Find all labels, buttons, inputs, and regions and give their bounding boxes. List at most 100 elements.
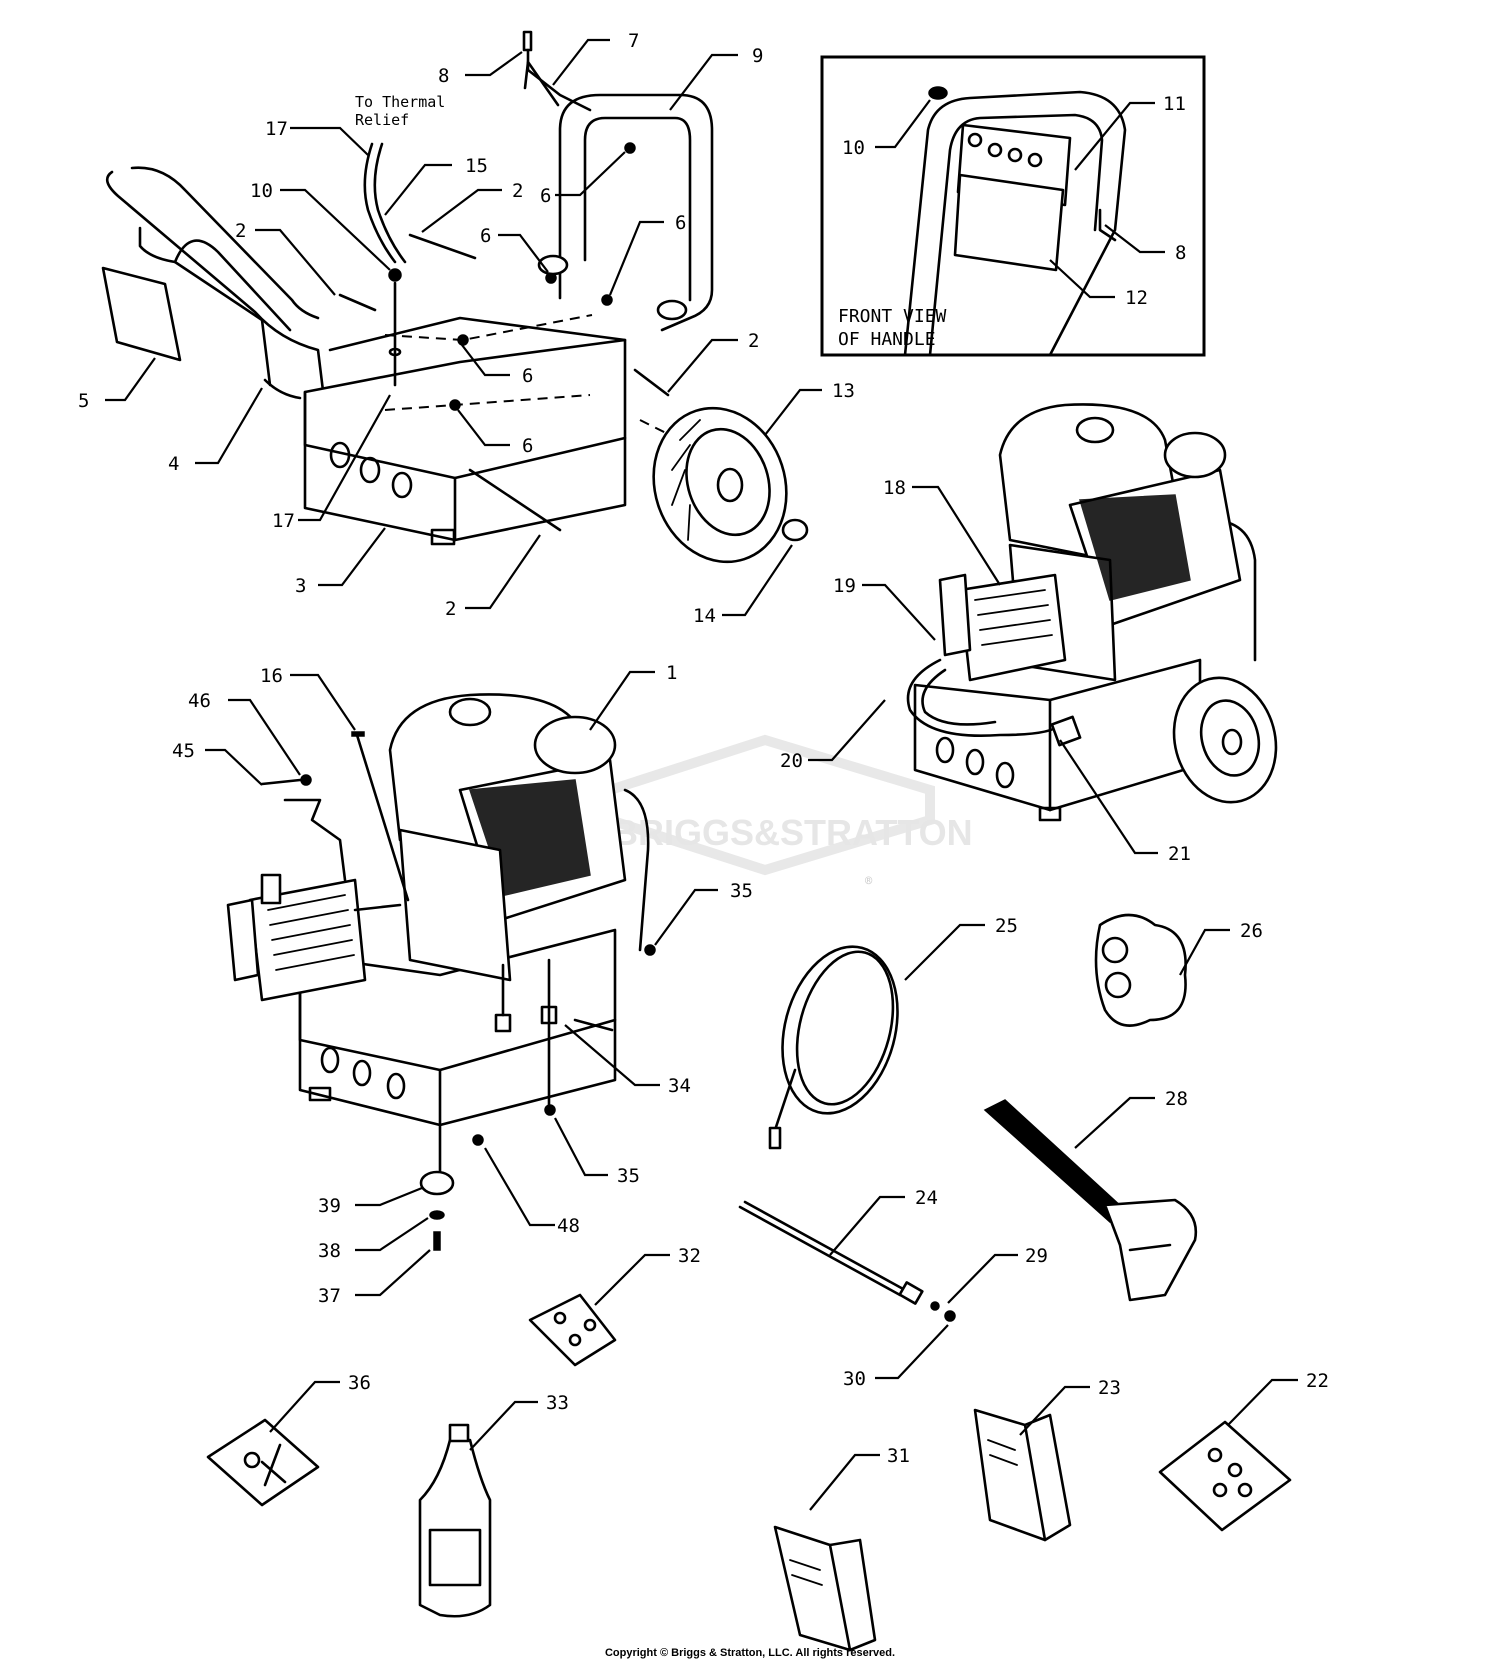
callout-28: 28	[1165, 1088, 1188, 1110]
pump-unloader	[260, 873, 282, 905]
callout-2-left: 2	[235, 220, 246, 242]
pump-valve	[226, 898, 260, 982]
handle-9-inner	[583, 116, 692, 302]
assembled-hose-20	[906, 658, 1062, 737]
watermark-text: BRIGGS&STRATTON	[612, 812, 973, 853]
callout-29: 29	[1025, 1245, 1048, 1267]
frame-tube-cross	[173, 239, 292, 332]
nozzle-holder-ring-1	[1101, 936, 1129, 964]
nozzle-30	[944, 1310, 956, 1322]
handle-9-outer	[558, 93, 714, 332]
assembled-hole-1	[935, 736, 955, 764]
callout-7: 7	[628, 30, 639, 52]
manual-23-back	[1023, 1413, 1072, 1542]
washer-38	[429, 1210, 445, 1220]
pump-base-side	[438, 1018, 617, 1127]
assembled-engine-fins	[1079, 494, 1191, 601]
align-line-3	[639, 419, 691, 446]
assembled-foot	[1038, 806, 1062, 822]
mount-34-a	[494, 1013, 512, 1033]
callout-39: 39	[318, 1195, 341, 1217]
callout-32: 32	[678, 1245, 701, 1267]
callout-4: 4	[168, 453, 179, 475]
bolt-45	[260, 778, 302, 786]
callout-24: 24	[915, 1187, 938, 1209]
engine-1-crankcase	[398, 828, 512, 982]
nut-6-d	[601, 294, 613, 306]
callout-5: 5	[78, 390, 89, 412]
bag-22-item-3	[1212, 1482, 1228, 1498]
callout-9: 9	[752, 45, 763, 67]
pump-base-front	[298, 953, 442, 1127]
callout-6-upper: 6	[480, 225, 491, 247]
pump-base-foot	[308, 1086, 332, 1102]
wheel-tread	[671, 419, 701, 541]
key-16-line	[355, 733, 410, 902]
callout-35-top: 35	[730, 880, 753, 902]
hose-washer	[388, 347, 402, 357]
hose-15	[363, 142, 397, 264]
inset-pin-8	[1098, 208, 1117, 242]
callout-48: 48	[557, 1215, 580, 1237]
hose-25-coil	[781, 945, 899, 1115]
callout-23: 23	[1098, 1377, 1121, 1399]
callout-31: 31	[887, 1445, 910, 1467]
engine-1-fuel-tank	[533, 715, 617, 775]
wheel-hub	[716, 467, 744, 503]
wand-28-tube	[983, 1099, 1127, 1223]
wheel-tire	[652, 406, 788, 564]
bolt-2-b	[408, 233, 477, 260]
bag-32-item-1	[553, 1311, 567, 1325]
callout-6-right: 6	[675, 212, 686, 234]
frame-assembly	[101, 30, 714, 546]
callout-30: 30	[843, 1368, 866, 1390]
inset-handle-outer	[903, 90, 1127, 357]
callout-18: 18	[883, 477, 906, 499]
manual-23	[973, 1408, 1047, 1542]
decal-36-symbol	[243, 1451, 261, 1469]
manual-31	[773, 1525, 852, 1652]
bag-22	[1158, 1420, 1292, 1532]
pump-base-hole-2	[352, 1059, 372, 1087]
oil-bottle-cap	[448, 1423, 470, 1443]
callout-10: 10	[250, 180, 273, 202]
assembled-wheel	[1172, 676, 1278, 804]
pin-8-shaft	[526, 48, 592, 112]
callout-2-right: 2	[748, 330, 759, 352]
pump-base-hole-3	[386, 1072, 406, 1100]
assembled-valve-19	[938, 573, 972, 657]
thermal-relief-label-1: To Thermal	[355, 93, 445, 111]
callout-35-bottom: 35	[617, 1165, 640, 1187]
bolt-line-45	[283, 798, 347, 882]
callout-22: 22	[1306, 1370, 1329, 1392]
frame-tube-end	[263, 378, 302, 400]
front-view-label-1: FRONT VIEW	[838, 306, 947, 327]
pin-8	[522, 30, 533, 52]
assembled-wheel-hub	[1221, 728, 1243, 756]
handle-9-end-b	[656, 299, 688, 321]
base-box-shape	[303, 338, 627, 480]
nozzle-holder-ring-2	[1104, 971, 1132, 999]
callout-21: 21	[1168, 843, 1191, 865]
callout-17-lower: 17	[272, 510, 295, 532]
callout-37: 37	[318, 1285, 341, 1307]
bolt-2-d	[468, 468, 562, 532]
watermark-mark: ®	[865, 874, 873, 888]
callout-38: 38	[318, 1240, 341, 1262]
bag-22-item-1	[1207, 1447, 1223, 1463]
bolt-2-a	[338, 293, 377, 312]
oring-29	[930, 1301, 940, 1311]
inset-knob-10	[928, 86, 948, 100]
foot-39	[419, 1170, 455, 1196]
wheel-13	[652, 406, 788, 564]
assembled-hole-3	[995, 761, 1015, 789]
callout-46: 46	[188, 690, 211, 712]
inset-gauge-3	[1007, 147, 1023, 163]
callout-2-top: 2	[512, 180, 523, 202]
washer-46	[300, 774, 312, 786]
callout-3: 3	[295, 575, 306, 597]
callouts: 8 7 9 17 10 15 2 6 6 6 2 6 2 6 5 4 17 3 …	[78, 30, 1329, 1511]
assembled-pump-18	[958, 573, 1067, 682]
callout-34: 34	[668, 1075, 691, 1097]
callout-13: 13	[832, 380, 855, 402]
